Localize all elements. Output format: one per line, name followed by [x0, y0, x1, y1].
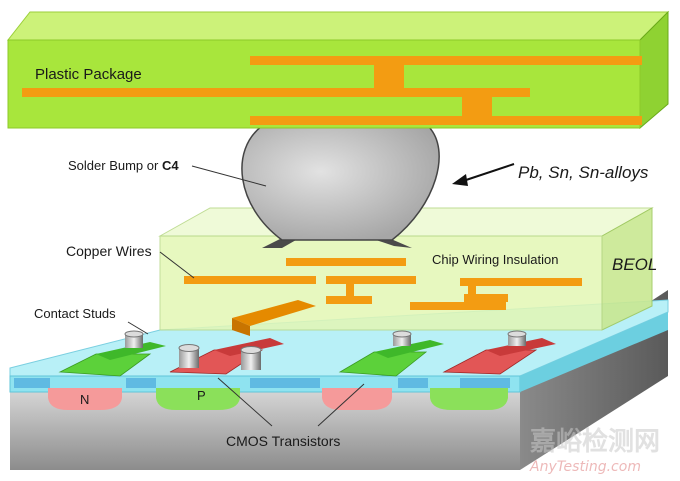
leader-lines — [127, 165, 365, 427]
contact-studs-label: Contact Studs — [34, 306, 116, 321]
watermark: 嘉峪检测网 AnyTesting.com — [529, 426, 660, 475]
package-wiring — [22, 56, 642, 125]
copper-wiring-lines — [184, 258, 582, 336]
alloy-arrow — [452, 163, 515, 186]
n-well — [48, 388, 392, 410]
cmos-leader-right — [317, 383, 365, 427]
cmos-leader-left — [217, 377, 273, 427]
alloys-label: Pb, Sn, Sn-alloys — [518, 163, 649, 182]
copper-wires-leader — [159, 251, 195, 279]
c4-label: C4 — [162, 158, 179, 173]
contact-studs — [124, 330, 527, 370]
contact-stud — [124, 330, 144, 348]
solder-bump — [241, 125, 440, 241]
p-well — [156, 388, 508, 410]
chip-wiring-insulation-label: Chip Wiring Insulation — [432, 252, 558, 267]
copper-wires-label: Copper Wires — [66, 243, 152, 259]
contact-stud — [240, 346, 262, 370]
plastic-package-label: Plastic Package — [35, 66, 142, 83]
n-well-label: N — [80, 392, 89, 407]
cmos-transistors-label: CMOS Transistors — [226, 433, 340, 449]
cmos-transistor-gates — [58, 338, 556, 377]
watermark-cn: 嘉峪检测网 — [530, 426, 660, 457]
solder-bump-label: Solder Bump or C4 — [68, 158, 179, 173]
beol-label: BEOL — [612, 255, 657, 274]
solder-bump-label-text: Solder Bump or — [68, 158, 162, 173]
watermark-en: AnyTesting.com — [529, 459, 641, 475]
contact-stud — [178, 344, 200, 368]
contact-studs-leader — [127, 321, 149, 335]
contact-stud — [392, 330, 412, 346]
p-well-label: P — [197, 388, 206, 403]
contact-stud — [507, 330, 527, 346]
solder-bump-leader — [191, 165, 267, 187]
